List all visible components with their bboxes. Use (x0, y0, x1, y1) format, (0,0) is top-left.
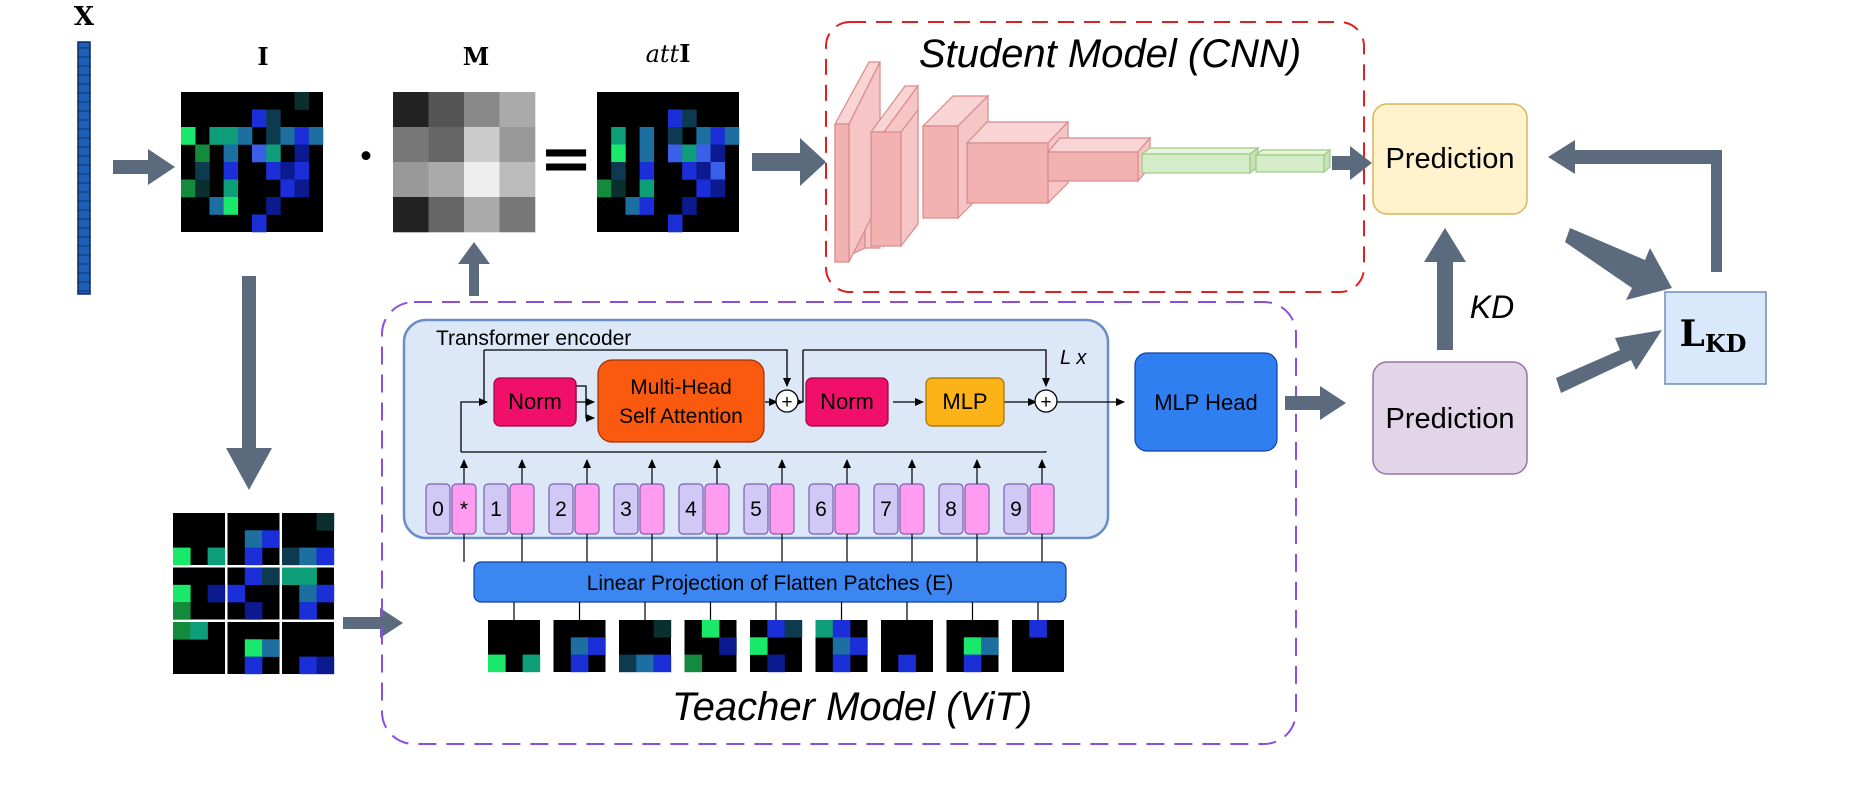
arrow-att-to-student (752, 138, 826, 186)
arrow-student-to-prediction (1332, 146, 1372, 180)
token-9 (704, 459, 730, 562)
svg-text:7: 7 (880, 498, 892, 521)
kd-label: KD (1470, 289, 1514, 325)
att-image-matrix (597, 92, 740, 233)
cnn-fc-layers (1140, 146, 1332, 175)
teacher-model-box (381, 301, 1297, 745)
token-15 (899, 459, 925, 562)
token-17 (964, 459, 990, 562)
mask-label: M (463, 42, 490, 71)
prediction-teacher-label: Prediction (1386, 403, 1515, 435)
patch-sequence (488, 602, 1064, 673)
residual-add-2: + (1034, 389, 1058, 413)
svg-text:1: 1 (490, 498, 502, 521)
mlp-block: MLP (925, 377, 1005, 427)
arrow-teacher-prediction-to-loss (1556, 330, 1662, 393)
arrow-student-prediction-to-loss (1565, 228, 1672, 300)
linear-projection-block: Linear Projection of Flatten Patches (E) (473, 561, 1067, 603)
mhsa-line-2: Self Attention (619, 405, 743, 428)
cnn-block-2 (869, 84, 920, 248)
svg-text:9: 9 (1010, 498, 1022, 521)
token-row: 0 * 1 2 3 4 5 6 7 8 9 (425, 459, 1055, 562)
arrow-kd (1424, 228, 1466, 350)
token-3 (509, 459, 535, 562)
token-6: 3 (613, 483, 639, 535)
token-19 (1029, 459, 1055, 562)
teacher-model-title: Teacher Model (ViT) (672, 685, 1032, 729)
svg-text:+: + (1040, 392, 1051, 413)
mhsa-block: Multi-Head Self Attention (597, 359, 765, 443)
prediction-teacher-box: Prediction (1372, 361, 1528, 475)
residual-add-1: + (775, 389, 799, 413)
token-18: 9 (1003, 483, 1029, 535)
image-matrix (181, 92, 324, 233)
token-2: 1 (483, 483, 509, 535)
token-7 (639, 459, 665, 562)
arrow-image-to-patches (226, 276, 272, 490)
equals-sign: = (539, 121, 593, 196)
token-11 (769, 459, 795, 562)
att-image-label: attI (646, 39, 691, 68)
loss-kd-box: LKD (1664, 291, 1767, 385)
token-8: 4 (678, 483, 704, 535)
mhsa-line-1: Multi-Head (630, 376, 732, 399)
mlp-head-label: MLP Head (1154, 390, 1258, 415)
norm-2-block: Norm (805, 377, 889, 427)
cnn-layers (833, 61, 1152, 263)
token-13 (834, 459, 860, 562)
arrow-loss-to-student-prediction (1548, 140, 1722, 272)
mask-matrix (393, 92, 536, 233)
arrow-patches-to-teacher (343, 608, 403, 638)
svg-text:4: 4 (685, 498, 697, 521)
multiply-dot: · (358, 128, 375, 184)
svg-text:5: 5 (750, 498, 762, 521)
token-5 (574, 459, 600, 562)
svg-text:2: 2 (555, 498, 567, 521)
lx-label: L x (1060, 347, 1087, 369)
token-4: 2 (548, 483, 574, 535)
token-12: 6 (808, 483, 834, 535)
svg-text:6: 6 (815, 498, 827, 521)
svg-text:0: 0 (432, 498, 444, 521)
token-16: 8 (938, 483, 964, 535)
arrow-x-to-image (113, 149, 175, 185)
token-1: * (451, 459, 477, 562)
x-vector-label: X (74, 2, 95, 32)
arrow-mlp-head-to-prediction (1285, 386, 1346, 420)
svg-text:*: * (460, 498, 468, 521)
x-vector (77, 41, 91, 295)
norm-1-label: Norm (508, 389, 562, 414)
token-14: 7 (873, 483, 899, 535)
token-0: 0 (425, 483, 451, 535)
cnn-fc-2 (1254, 148, 1332, 174)
svg-text:8: 8 (945, 498, 957, 521)
encoder-connectors (460, 349, 1125, 453)
mlp-head-block: MLP Head (1134, 352, 1278, 452)
patch-grid (173, 513, 335, 675)
cnn-block-5 (1046, 136, 1152, 183)
student-model-title: Student Model (CNN) (919, 32, 1301, 76)
prediction-student-label: Prediction (1386, 143, 1515, 175)
svg-text:+: + (781, 392, 792, 413)
prediction-student-box: Prediction (1372, 103, 1528, 215)
svg-text:3: 3 (620, 498, 632, 521)
transformer-encoder-label: Transformer encoder (436, 327, 631, 350)
norm-2-label: Norm (820, 389, 874, 414)
image-label: I (257, 42, 268, 71)
token-10: 5 (743, 483, 769, 535)
norm-1-block: Norm (493, 377, 577, 427)
arrow-teacher-to-mask (458, 242, 490, 296)
cnn-fc-1 (1140, 146, 1260, 175)
linear-projection-label: Linear Projection of Flatten Patches (E) (587, 572, 954, 595)
mlp-label: MLP (942, 389, 987, 414)
loss-kd-label: LKD (1680, 313, 1747, 358)
